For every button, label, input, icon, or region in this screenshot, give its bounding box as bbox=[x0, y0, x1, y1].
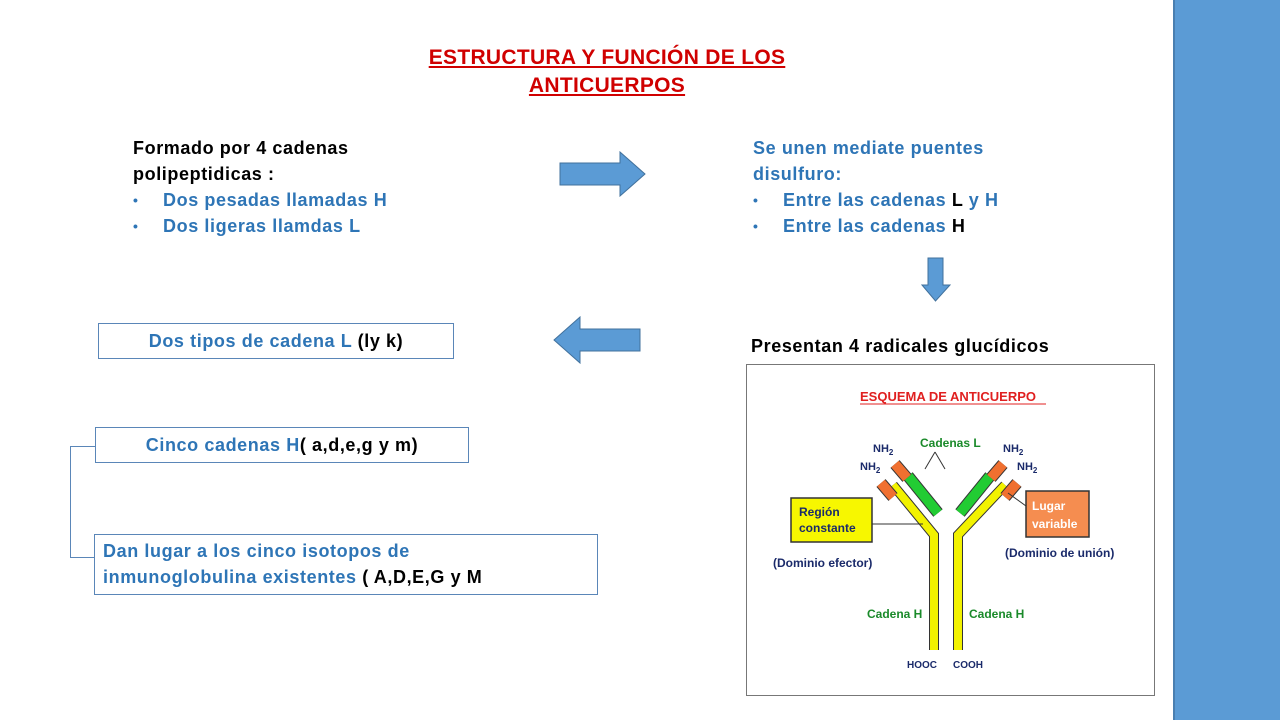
heavy-chain-right bbox=[954, 482, 1008, 650]
cadena-h-right-label: Cadena H bbox=[969, 607, 1024, 621]
box2-suffix: ( a,d,e,g y m) bbox=[299, 435, 419, 455]
nh2-label: NH2 bbox=[1003, 443, 1024, 457]
bullet-icon: • bbox=[753, 192, 759, 208]
cadenas-l-label: Cadenas L bbox=[920, 436, 981, 450]
dominio-union-label: (Dominio de unión) bbox=[1005, 546, 1114, 560]
hh-text: Entre las cadenas bbox=[783, 216, 952, 236]
light-chain-left bbox=[904, 472, 942, 517]
lh-letter-h: H bbox=[985, 190, 999, 210]
region-label-line1: Región bbox=[799, 505, 840, 519]
bracket-connector bbox=[70, 446, 95, 558]
region-constante-box bbox=[790, 497, 873, 543]
lh-text: Entre las cadenas bbox=[783, 190, 952, 210]
heavy-chain-text: Dos pesadas llamadas bbox=[163, 190, 374, 210]
hh-letter-h: H bbox=[951, 216, 966, 236]
cooh-label: COOH bbox=[953, 660, 983, 671]
nh2-label: NH2 bbox=[873, 443, 894, 457]
composition-list: • Dos pesadas llamadas H • Dos ligeras l… bbox=[133, 187, 417, 239]
disulfide-block: Se unen mediate puentes disulfuro: • Ent… bbox=[753, 135, 1083, 239]
heavy-chain-types-box: Cinco cadenas H( a,d,e,g y m) bbox=[95, 427, 469, 463]
box1-suffix: (ly k) bbox=[352, 331, 404, 351]
right-arrow-icon bbox=[559, 151, 646, 197]
lugar-pointer-line bbox=[1007, 492, 1027, 507]
box3-line2-black: ( A,D,E,G y M bbox=[356, 567, 483, 587]
light-chain-types-box: Dos tipos de cadena L (ly k) bbox=[98, 323, 454, 359]
region-label-line2: constante bbox=[799, 521, 856, 535]
lugar-variable-box bbox=[1025, 490, 1090, 538]
nh2-label: NH2 bbox=[1017, 461, 1038, 475]
variable-tip-left-heavy bbox=[877, 479, 897, 501]
disulfide-list: • Entre las cadenas L y H • Entre las ca… bbox=[753, 187, 1083, 239]
light-chain-right bbox=[956, 472, 994, 517]
list-item-lh: • Entre las cadenas L y H bbox=[753, 187, 1083, 213]
box3-line1: Dan lugar a los cinco isotopos de bbox=[103, 541, 410, 561]
variable-tip-right-light bbox=[987, 460, 1007, 482]
glycan-statement: Presentan 4 radicales glucídicos bbox=[751, 336, 1050, 356]
box1-prefix: Dos tipos de cadena bbox=[148, 331, 341, 351]
bullet-icon: • bbox=[133, 192, 139, 208]
nh2-label: NH2 bbox=[860, 461, 881, 475]
cadenas-l-pointer-right bbox=[934, 451, 946, 470]
box1-letter: L bbox=[340, 331, 353, 351]
list-item-heavy: • Dos pesadas llamadas H bbox=[133, 187, 417, 213]
light-chain-text: Dos ligeras llamdas bbox=[163, 216, 350, 236]
title-line-1: ESTRUCTURA Y FUNCIÓN DE LOS bbox=[428, 46, 786, 69]
composition-intro-line1: Formado por 4 cadenas bbox=[133, 138, 349, 158]
heavy-chain-left bbox=[889, 482, 938, 650]
box2-letter: H bbox=[286, 435, 300, 455]
slide-title: ESTRUCTURA Y FUNCIÓN DE LOS ANTICUERPOS bbox=[300, 44, 914, 100]
lugar-label-line2: variable bbox=[1032, 517, 1078, 531]
isotypes-box: Dan lugar a los cinco isotopos de inmuno… bbox=[94, 534, 598, 595]
lugar-label-line1: Lugar bbox=[1032, 499, 1066, 513]
list-item-light: • Dos ligeras llamdas L bbox=[133, 213, 417, 239]
lh-letter-l: L bbox=[951, 190, 964, 210]
diagram-title: ESQUEMA DE ANTICUERPO bbox=[860, 389, 1036, 404]
bullet-icon: • bbox=[753, 218, 759, 234]
variable-tip-left-light bbox=[891, 460, 911, 482]
variable-tip-right-heavy bbox=[1001, 479, 1021, 501]
hooc-label: HOOC bbox=[907, 660, 937, 671]
lh-mid: y bbox=[963, 190, 985, 210]
composition-intro-line2: polipeptidicas : bbox=[133, 164, 275, 184]
composition-block: Formado por 4 cadenas polipeptidicas : •… bbox=[133, 135, 417, 239]
heavy-chain-letter: H bbox=[373, 190, 388, 210]
right-sidebar-bar bbox=[1173, 0, 1280, 720]
box2-prefix: Cinco cadenas bbox=[145, 435, 287, 455]
antibody-diagram-svg: ESQUEMA DE ANTICUERPO NH2 NH2 NH2 NH2 Ca… bbox=[773, 389, 1114, 671]
cadenas-l-pointer-left bbox=[924, 451, 936, 470]
dominio-efector-label: (Dominio efector) bbox=[773, 556, 872, 570]
composition-intro: Formado por 4 cadenas polipeptidicas : bbox=[133, 135, 417, 187]
box3-line2-blue: inmunoglobulina existentes bbox=[103, 567, 357, 587]
cadena-h-left-label: Cadena H bbox=[867, 607, 922, 621]
disulfide-intro: Se unen mediate puentes disulfuro: bbox=[753, 135, 1083, 187]
list-item-hh: • Entre las cadenas H bbox=[753, 213, 1083, 239]
antibody-diagram: ESQUEMA DE ANTICUERPO NH2 NH2 NH2 NH2 Ca… bbox=[746, 364, 1155, 696]
light-chain-letter: L bbox=[349, 216, 361, 236]
disulfide-intro-line1: Se unen mediate puentes bbox=[753, 138, 984, 158]
disulfide-intro-line2: disulfuro: bbox=[753, 164, 842, 184]
down-arrow-icon bbox=[921, 257, 951, 302]
title-line-2: ANTICUERPOS bbox=[528, 74, 686, 97]
bullet-icon: • bbox=[133, 218, 139, 234]
left-arrow-icon bbox=[553, 316, 641, 364]
